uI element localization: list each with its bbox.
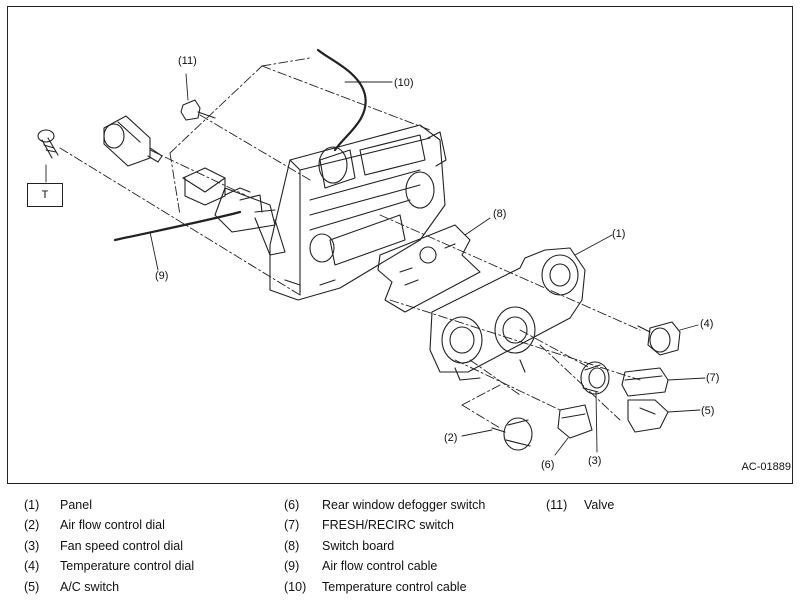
- callout-9: (9): [155, 270, 169, 282]
- callout-4: (4): [700, 318, 714, 330]
- legend-item: (7)FRESH/RECIRC switch: [284, 518, 454, 533]
- callout-10: (10): [394, 77, 414, 89]
- legend-item: (11)Valve: [546, 498, 615, 512]
- assembly-lines: [59, 57, 641, 429]
- fresh-recirc-switch-part: [621, 367, 706, 397]
- temperature-cable: [316, 48, 393, 152]
- legend-item: (10)Temperature control cable: [284, 579, 467, 594]
- legend-item: (4)Temperature control dial: [24, 559, 195, 574]
- callout-6: (6): [541, 459, 555, 471]
- air-flow-cable: [113, 210, 242, 271]
- motor-part: [103, 115, 163, 167]
- callout-3: (3): [588, 455, 602, 467]
- legend-item: (5)A/C switch: [24, 579, 120, 594]
- legend-item: (2)Air flow control dial: [24, 518, 165, 533]
- legend-item: (1)Panel: [24, 498, 92, 512]
- legend-column-3: (11)Valve: [546, 498, 614, 518]
- legend-item: (8)Switch board: [284, 538, 395, 553]
- bolt-part: [37, 129, 59, 183]
- control-head-assembly: [182, 124, 447, 301]
- diagram-frame: [7, 6, 793, 484]
- callout-2: (2): [444, 432, 458, 444]
- panel-part: [429, 234, 613, 381]
- legend-item: (9)Air flow control cable: [284, 559, 438, 574]
- parts-legend: (1)Panel (2)Air flow control dial (3)Fan…: [0, 498, 803, 606]
- legend-item: (6)Rear window defogger switch: [284, 498, 486, 512]
- legend-item: (3)Fan speed control dial: [24, 538, 183, 553]
- ac-switch-part: [627, 399, 701, 433]
- callout-8: (8): [493, 208, 507, 220]
- switch-board-part: [377, 217, 491, 313]
- air-flow-dial-part: [461, 417, 533, 451]
- exploded-view-drawing: [37, 48, 706, 456]
- temperature-dial-part: [637, 321, 699, 356]
- callout-7: (7): [706, 372, 720, 384]
- callout-11: (11): [178, 55, 197, 67]
- callout-5: (5): [701, 405, 715, 417]
- callout-1: (1): [612, 228, 626, 240]
- tightening-torque-box: T: [27, 183, 63, 207]
- legend-column-2: (6)Rear window defogger switch (7)FRESH/…: [284, 498, 485, 600]
- valve-part: [180, 73, 216, 121]
- legend-column-1: (1)Panel (2)Air flow control dial (3)Fan…: [24, 498, 194, 600]
- fan-speed-dial-part: [580, 361, 610, 453]
- figure-code: AC-01889: [741, 461, 791, 473]
- rear-defogger-switch-part: [554, 404, 593, 456]
